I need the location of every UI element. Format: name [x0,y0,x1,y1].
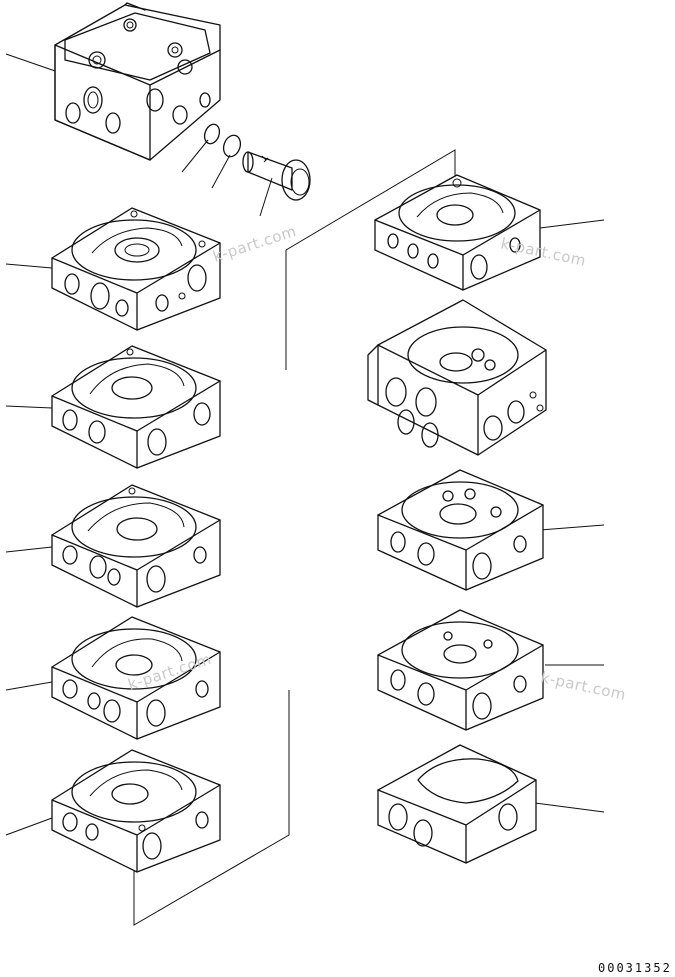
top-cover-section [54,2,221,161]
left-valve-section-1 [51,207,221,331]
left-valve-section-4 [51,616,221,740]
right-end-cover-section [377,744,537,864]
spool [242,151,311,201]
watermark-4: k-part.com [539,668,628,704]
left-valve-section-2 [51,345,221,469]
watermark-1: k-part.com [211,222,299,266]
right-inlet-section [367,299,547,456]
leader-lines [5,53,605,836]
left-valve-section-5 [51,749,221,873]
left-valve-section-3 [51,484,221,608]
right-valve-section-1 [374,174,541,291]
assembly-guide-lines [133,149,456,926]
drawing-number: 00031352 [598,961,672,975]
right-valve-section-2 [377,469,544,591]
right-valve-section-3 [377,609,544,731]
o-rings [203,123,242,158]
